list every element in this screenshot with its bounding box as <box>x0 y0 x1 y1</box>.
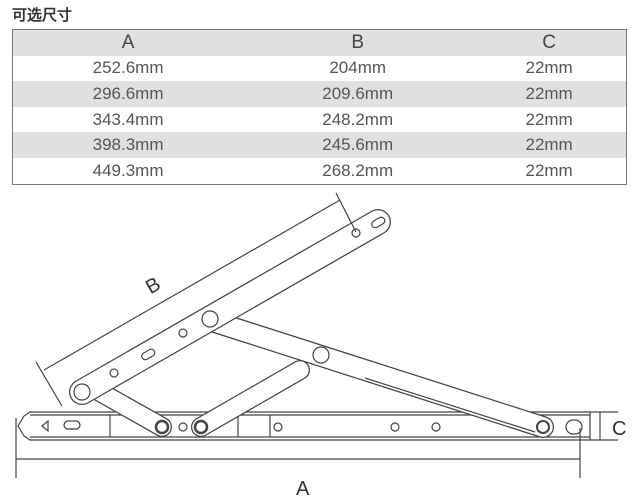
cell: 209.6mm <box>322 83 394 103</box>
cell: 22mm <box>525 160 573 180</box>
header-b: B <box>243 29 473 56</box>
cell: 204mm <box>329 58 387 78</box>
table-row: 398.3mm 245.6mm 22mm <box>12 132 627 158</box>
dimension-b <box>35 192 357 407</box>
size-table: A B C 252.6mm 204mm 22mm 296.6mm 209.6mm 22m… <box>12 29 627 185</box>
lower-arm <box>204 311 554 438</box>
cell: 252.6mm <box>92 58 164 78</box>
table-row: 449.3mm 268.2mm 22mm <box>13 158 627 184</box>
dimension-a <box>15 418 581 478</box>
upper-arm-b <box>69 209 391 405</box>
cell: 248.2mm <box>322 109 394 129</box>
table-row: 343.4mm 248.2mm 22mm <box>13 107 627 133</box>
short-link-left <box>90 382 188 437</box>
header-c: C <box>472 29 627 56</box>
header-a: A <box>12 29 244 56</box>
section-title: 可选尺寸 <box>12 7 73 24</box>
cell: 22mm <box>525 135 573 155</box>
cell: 245.6mm <box>322 135 394 155</box>
label-c: C <box>612 418 626 440</box>
table-row: 296.6mm 209.6mm 22mm <box>12 81 627 107</box>
table-header-row: A B C <box>12 29 627 56</box>
short-link-right <box>191 360 310 437</box>
cell: 449.3mm <box>92 160 164 180</box>
cell: 22mm <box>525 58 573 78</box>
cell: 268.2mm <box>322 160 394 180</box>
cell: 22mm <box>525 83 573 103</box>
label-b: B <box>142 273 165 299</box>
cell: 398.3mm <box>92 135 164 155</box>
cell: 22mm <box>525 109 573 129</box>
label-a: A <box>296 478 310 500</box>
dimension-c <box>590 411 618 441</box>
table-row: 252.6mm 204mm 22mm <box>13 56 627 82</box>
cell: 343.4mm <box>92 109 164 129</box>
cell: 296.6mm <box>92 83 164 103</box>
